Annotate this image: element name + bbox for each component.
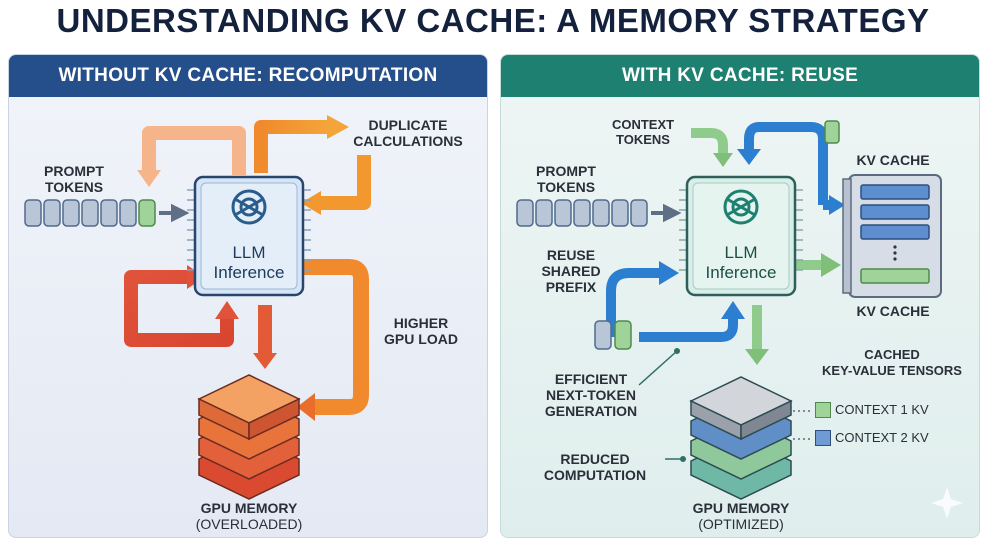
gpu-memory-stack-optimized	[689, 376, 793, 500]
left-chip-line1: LLM	[232, 243, 266, 262]
duplicate-calculations-label: DUPLICATE CALCULATIONS	[353, 117, 463, 149]
legend-swatch-context1	[815, 402, 831, 418]
right-memory-state: (OPTIMIZED)	[698, 516, 784, 532]
left-prompt-tokens-label: PROMPT TOKENS	[44, 163, 104, 195]
legend-context2-label: CONTEXT 2 KV	[835, 430, 929, 445]
token-arrow	[159, 203, 190, 223]
right-diagram	[516, 120, 963, 519]
context-tokens-label: CONTEXT TOKENS	[611, 117, 675, 147]
right-memory-label: GPU MEMORY	[692, 500, 790, 516]
kv-cache-bottom-label: KV CACHE	[856, 303, 930, 319]
right-prompt-token-row	[516, 199, 648, 227]
legend-swatch-context2	[815, 430, 831, 446]
efficient-generation-label: EFFICIENT NEXT-TOKEN GENERATION	[544, 371, 638, 419]
page-title: UNDERSTANDING KV CACHE: A MEMORY STRATEG…	[56, 2, 930, 39]
right-panel-header: WITH KV CACHE: REUSE	[501, 55, 979, 97]
llm-logo-icon	[723, 189, 759, 225]
left-panel-header: WITHOUT KV CACHE: RECOMPUTATION	[9, 55, 487, 97]
left-llm-chip	[187, 175, 311, 297]
right-prompt-tokens-label: PROMPT TOKENS	[536, 163, 596, 195]
kv-cache-server-icon	[842, 174, 942, 298]
right-llm-chip	[679, 175, 803, 297]
left-memory-state: (OVERLOADED)	[195, 516, 303, 532]
without-kv-cache-panel: WITHOUT KV CACHE: RECOMPUTATION	[8, 54, 488, 538]
with-kv-cache-panel: WITH KV CACHE: REUSE	[500, 54, 980, 538]
legend-context1-label: CONTEXT 1 KV	[835, 402, 929, 417]
left-memory-label: GPU MEMORY	[200, 500, 298, 516]
right-chip-line2: Inference	[705, 263, 777, 282]
prompt-token-row	[24, 199, 156, 227]
cached-tensors-label: CACHED KEY-VALUE TENSORS	[822, 347, 962, 378]
left-chip-line2: Inference	[213, 263, 285, 282]
higher-gpu-load-label: HIGHER GPU LOAD	[384, 315, 458, 347]
right-chip-line1: LLM	[724, 243, 758, 262]
reuse-shared-prefix-label: REUSE SHARED PREFIX	[541, 247, 601, 295]
reduced-computation-label: REDUCED COMPUTATION	[543, 451, 647, 483]
gpu-memory-stack-overloaded	[197, 374, 301, 500]
left-diagram	[24, 115, 371, 500]
sparkle-icon	[931, 487, 963, 519]
kv-cache-top-label: KV CACHE	[856, 152, 930, 168]
llm-logo-icon	[231, 189, 267, 225]
